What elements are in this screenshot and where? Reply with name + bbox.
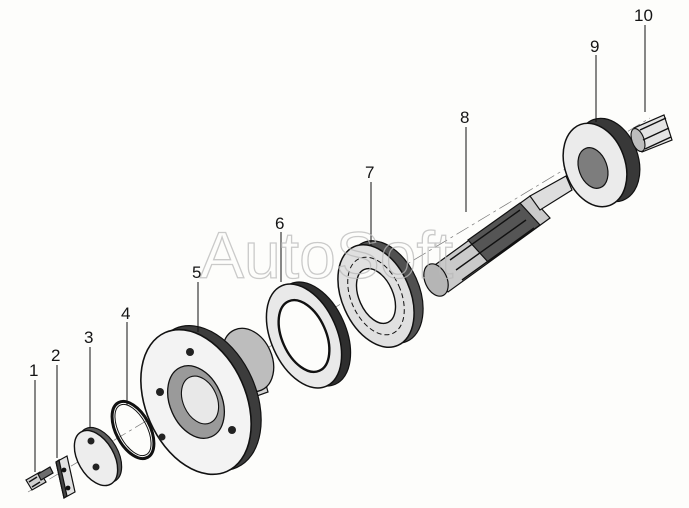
part-10-needle-roller	[630, 114, 673, 153]
part-9-gear-hub	[562, 117, 641, 208]
watermark-text: AutoSoft	[200, 218, 453, 292]
callout-4: 4	[121, 304, 130, 323]
callout-leaders	[34, 25, 646, 472]
callout-6: 6	[275, 214, 284, 233]
axis-centerline	[27, 117, 651, 493]
part-5-flange-housing	[140, 325, 275, 476]
callout-9: 9	[590, 37, 599, 56]
part-3-cover-disc	[73, 426, 123, 487]
callout-5: 5	[192, 263, 201, 282]
callout-3: 3	[84, 328, 93, 347]
part-1-bolt	[25, 466, 54, 491]
callout-8: 8	[460, 108, 469, 127]
part-2-lock-plate	[55, 455, 76, 499]
part-8-splined-shaft	[423, 175, 573, 297]
part-4-o-ring	[110, 399, 156, 461]
callout-7: 7	[365, 163, 374, 182]
callout-10: 10	[634, 6, 653, 25]
callout-1: 1	[29, 361, 38, 380]
callout-2: 2	[51, 346, 60, 365]
part-7-ball-bearing	[337, 240, 424, 348]
part-6-seal-ring	[265, 281, 352, 389]
